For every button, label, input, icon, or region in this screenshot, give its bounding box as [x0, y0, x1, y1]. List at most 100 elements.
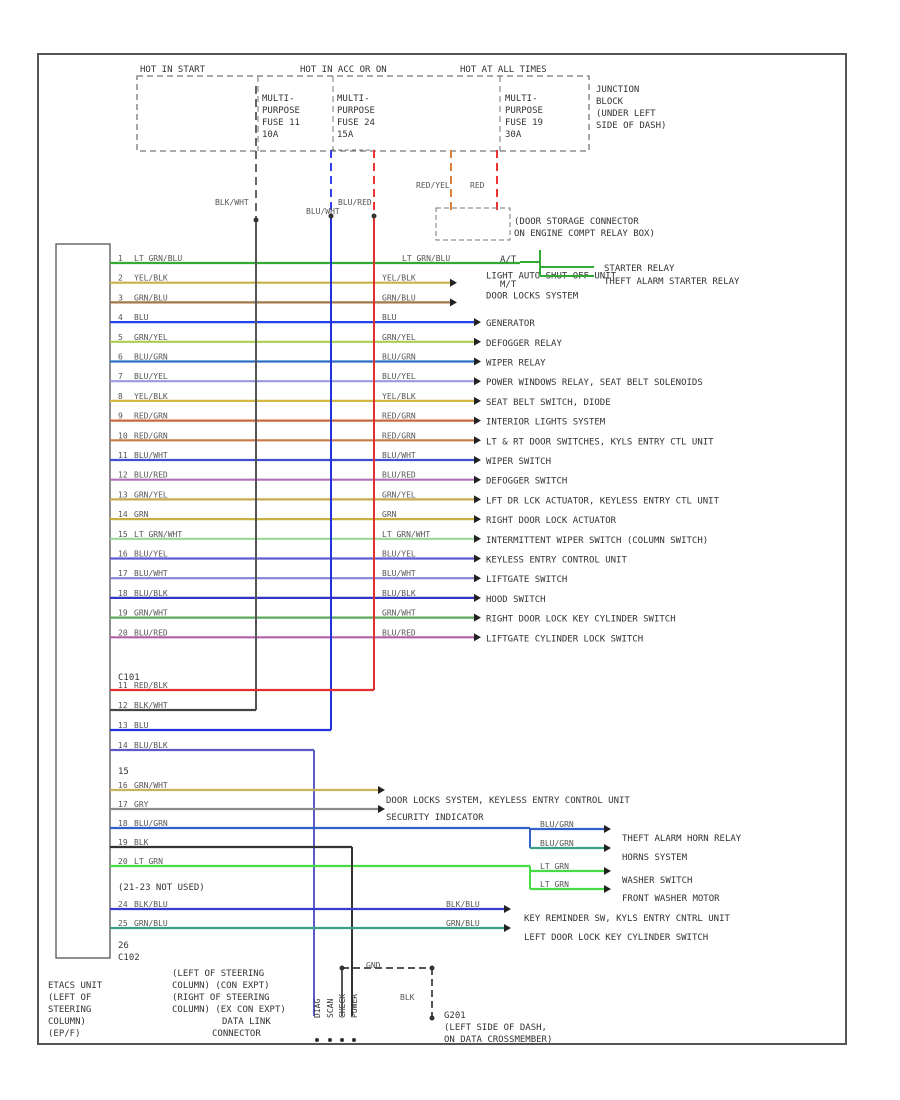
arrow-pin-9	[474, 416, 481, 425]
at-label: A/T	[500, 255, 517, 265]
door-locks-dest: DOOR LOCKS SYSTEM, KEYLESS ENTRY CONTROL…	[386, 796, 630, 823]
wire-color-right-7: BLU/YEL	[382, 372, 416, 381]
dest-pin-12: DEFOGGER SWITCH	[486, 477, 567, 487]
fuse-24: MULTI- PURPOSE FUSE 24 15A	[337, 94, 375, 140]
etacs-unit-box	[55, 243, 111, 959]
branch-arrow-0	[604, 825, 611, 833]
dest-low-25: LEFT DOOR LOCK KEY CYLINDER SWITCH	[524, 933, 708, 943]
wire-color-right-8: YEL/BLK	[382, 392, 416, 401]
svg-text:15A: 15A	[337, 130, 354, 140]
pin-number-2: 2	[118, 274, 123, 283]
wire-color-right-17: BLU/WHT	[382, 569, 416, 578]
pin-number-4: 4	[118, 313, 123, 322]
branch-dest-0: THEFT ALARM HORN RELAY	[622, 834, 742, 844]
g201-ground: G201 (LEFT SIDE OF DASH, ON DATA CROSSME…	[444, 1011, 552, 1045]
storage-connector-box	[435, 207, 511, 241]
pin-number-5: 5	[118, 333, 123, 342]
svg-text:PURPOSE: PURPOSE	[262, 106, 300, 116]
pin-number-mid-12: 12	[118, 701, 128, 710]
branch-color-2: LT GRN	[540, 862, 569, 871]
theft-starter-relay-dest: THEFT ALARM STARTER RELAY	[604, 277, 740, 287]
wire-color-left-12: BLU/RED	[134, 471, 168, 480]
wire-color-right-2: YEL/BLK	[382, 274, 416, 283]
svg-text:ETACS UNIT: ETACS UNIT	[48, 981, 103, 991]
wire-color-left-9: RED/GRN	[134, 412, 168, 421]
wire-color-left-19: GRN/WHT	[134, 609, 168, 618]
pin-number-8: 8	[118, 392, 123, 401]
svg-text:SECURITY INDICATOR: SECURITY INDICATOR	[386, 813, 484, 823]
pin-number-bottom-18: 18	[118, 819, 128, 828]
pin-number-18: 18	[118, 589, 128, 598]
wire-color-left-8: YEL/BLK	[134, 392, 168, 401]
storage-wire-label-ryel: RED/YEL	[416, 181, 450, 190]
arrow-pin-15	[474, 534, 481, 543]
pin-number-mid-14: 14	[118, 741, 128, 750]
wire-color-left-10: RED/GRN	[134, 431, 168, 440]
wire-color-right-1: LT GRN/BLU	[402, 254, 450, 263]
wire-color-mid-12: BLK/WHT	[134, 701, 168, 710]
dlc-ground-wiring	[339, 965, 435, 1021]
arrow-pin-5	[474, 337, 481, 346]
wire-color-left-11: BLU/WHT	[134, 451, 168, 460]
svg-text:CONNECTOR: CONNECTOR	[212, 1029, 261, 1039]
svg-text:DIAG: DIAG	[313, 999, 322, 1018]
svg-text:SIDE OF DASH): SIDE OF DASH)	[596, 121, 666, 131]
svg-text:(RIGHT OF STEERING: (RIGHT OF STEERING	[172, 993, 270, 1003]
pin-number-3: 3	[118, 293, 123, 302]
c102-label: C102	[118, 953, 140, 963]
dest-pin-16: KEYLESS ENTRY CONTROL UNIT	[486, 556, 627, 566]
dest-low-24: KEY REMINDER SW, KYLS ENTRY CNTRL UNIT	[524, 914, 730, 924]
svg-text:COLUMN) (EX CON EXPT): COLUMN) (EX CON EXPT)	[172, 1005, 286, 1015]
wire-color-right-3: GRN/BLU	[382, 293, 416, 302]
dlc-contacts	[315, 1038, 356, 1042]
pin-number-15: 15	[118, 530, 128, 539]
wire-color-bottom-20: LT GRN	[134, 857, 163, 866]
arrow-pin-2	[450, 278, 457, 287]
pin-number-19: 19	[118, 609, 128, 618]
arrow-low-24	[504, 905, 511, 913]
etacs-unit-label: ETACS UNIT (LEFT OF STEERING COLUMN) (EP…	[48, 981, 103, 1039]
branch-dest-3: FRONT WASHER MOTOR	[622, 894, 720, 904]
storage-wire-label-red: RED	[470, 181, 485, 190]
pin-number-bottom-19: 19	[118, 838, 128, 847]
arrow-bottom-17	[378, 805, 385, 813]
branch-color-0: BLU/GRN	[540, 820, 574, 829]
pin-number-6: 6	[118, 353, 123, 362]
dest-pin-18: HOOD SWITCH	[486, 595, 546, 605]
wire-color-left-2: YEL/BLK	[134, 274, 168, 283]
svg-text:(EP/F): (EP/F)	[48, 1029, 81, 1039]
svg-text:(DOOR STORAGE CONNECTOR: (DOOR STORAGE CONNECTOR	[514, 217, 639, 227]
svg-text:FUSE 24: FUSE 24	[337, 118, 375, 128]
svg-text:30A: 30A	[505, 130, 522, 140]
dest-pin-8: SEAT BELT SWITCH, DIODE	[486, 398, 611, 408]
pin-number-mid-11: 11	[118, 681, 128, 690]
svg-text:FUSE 19: FUSE 19	[505, 118, 543, 128]
svg-text:ON ENGINE COMPT RELAY BOX): ON ENGINE COMPT RELAY BOX)	[514, 229, 655, 239]
pin-number-14: 14	[118, 510, 128, 519]
feed-splice-0	[253, 217, 259, 223]
branch-dest-1: HORNS SYSTEM	[622, 853, 688, 863]
wire-color-right-16: BLU/YEL	[382, 550, 416, 559]
arrow-pin-14	[474, 515, 481, 524]
svg-text:MULTI-: MULTI-	[337, 94, 370, 104]
wire-color-right-15: LT GRN/WHT	[382, 530, 430, 539]
svg-text:FUSE 11: FUSE 11	[262, 118, 300, 128]
svg-text:DOOR LOCKS SYSTEM, KEYLESS ENT: DOOR LOCKS SYSTEM, KEYLESS ENTRY CONTROL…	[386, 796, 630, 806]
arrow-low-25	[504, 924, 511, 932]
svg-text:(LEFT OF STEERING: (LEFT OF STEERING	[172, 969, 264, 979]
starter-branch: A/T M/T STARTER RELAY THEFT ALARM STARTE…	[500, 250, 740, 290]
wire-color-left-low-25: GRN/BLU	[134, 919, 168, 928]
svg-text:MULTI-: MULTI-	[505, 94, 538, 104]
branch-color-1: BLU/GRN	[540, 839, 574, 848]
wire-color-right-18: BLU/BLK	[382, 589, 416, 598]
pin-15-label: 15	[118, 767, 129, 777]
arrow-pin-10	[474, 436, 481, 445]
dest-pin-6: WIPER RELAY	[486, 359, 546, 369]
wire-color-left-13: GRN/YEL	[134, 490, 168, 499]
arrow-bottom-16	[378, 786, 385, 794]
wire-color-left-15: LT GRN/WHT	[134, 530, 182, 539]
wire-color-left-20: BLU/RED	[134, 628, 168, 637]
svg-text:STEERING: STEERING	[48, 1005, 91, 1015]
